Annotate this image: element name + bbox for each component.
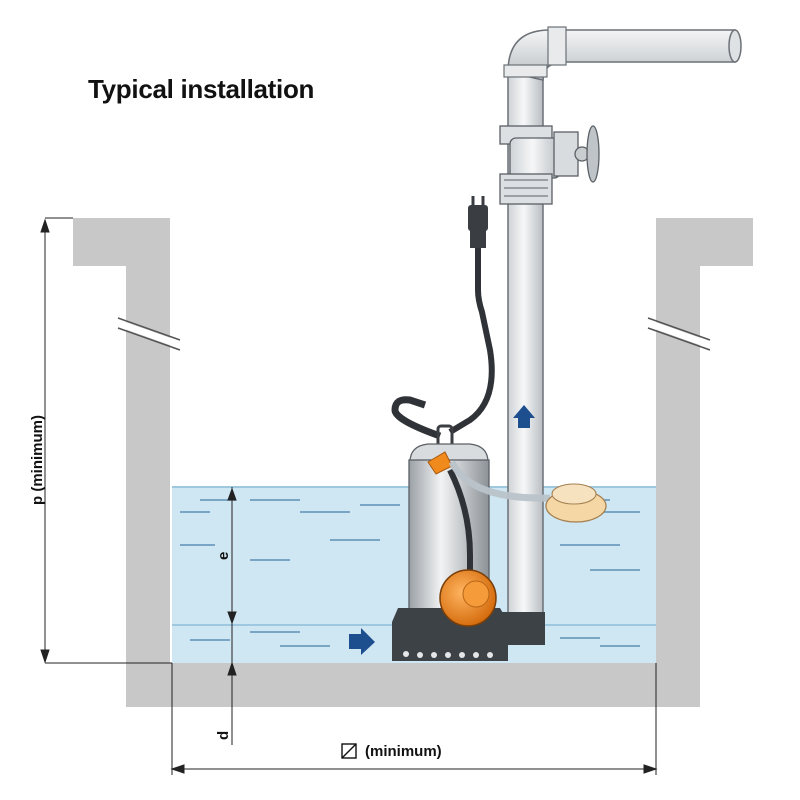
pit-wall-left <box>73 218 170 663</box>
label-pit-width: (minimum) <box>365 743 442 760</box>
diameter-icon <box>341 743 357 759</box>
pit-wall-right <box>656 218 753 663</box>
dimensions <box>40 217 658 775</box>
flow-up-arrow-icon <box>513 405 535 428</box>
power-cable <box>448 196 495 435</box>
label-depth: p (minimum) <box>29 415 46 505</box>
discharge-pipe <box>499 26 742 645</box>
gate-valve <box>499 125 600 205</box>
label-bottom-clearance: d <box>215 731 232 740</box>
diagram-title: Typical installation <box>88 74 315 104</box>
submersible-pump <box>391 396 607 661</box>
float-switch <box>439 569 497 627</box>
pit <box>73 218 753 707</box>
label-level-range: e <box>215 552 232 560</box>
flow-right-arrow-icon <box>349 628 375 655</box>
plug-icon <box>468 196 488 248</box>
pit-floor <box>126 663 700 707</box>
level-float <box>545 483 607 523</box>
